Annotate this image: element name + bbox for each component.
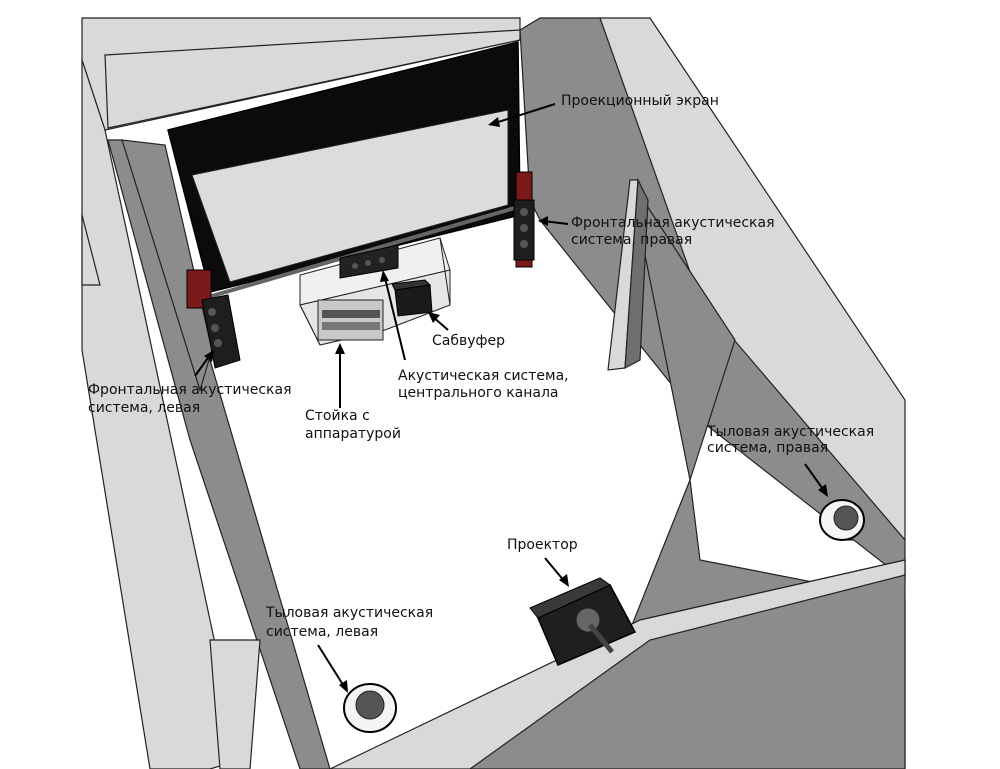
label-rear-left-line1: Тыловая акустическая — [265, 605, 433, 621]
subwoofer — [391, 279, 433, 317]
center-speaker — [339, 244, 399, 279]
room-walls — [81, 17, 906, 769]
projection-screen — [167, 41, 526, 300]
label-front-left-line2: система, левая — [88, 400, 200, 416]
label-rear-right-line2: система, правая — [707, 440, 828, 456]
label-center-line2: центрального канала — [398, 385, 559, 401]
label-rack-line2: аппаратурой — [305, 426, 401, 442]
label-center-line1: Акустическая система, — [398, 368, 569, 384]
front-left-speaker — [186, 269, 241, 369]
label-rear-right-line1: Тыловая акустическая — [706, 424, 874, 440]
annotation-labels: Проекционный экран Фронтальная акустичес… — [88, 93, 874, 640]
label-subwoofer: Сабвуфер — [432, 333, 505, 349]
label-rear-left-line2: система, левая — [266, 624, 378, 640]
projector — [529, 577, 637, 666]
label-projector: Проектор — [507, 537, 578, 553]
label-screen: Проекционный экран — [561, 93, 719, 109]
pointer-arrows — [194, 103, 828, 693]
label-front-right-line1: Фронтальная акустическая — [571, 215, 775, 231]
label-rack-line1: Стойка с — [305, 408, 370, 424]
label-front-right-line2: система, правая — [571, 232, 692, 248]
rear-right-speaker — [819, 499, 865, 541]
label-front-left-line1: Фронтальная акустическая — [88, 382, 292, 398]
rear-left-speaker — [343, 683, 397, 733]
front-right-speaker — [513, 171, 535, 268]
